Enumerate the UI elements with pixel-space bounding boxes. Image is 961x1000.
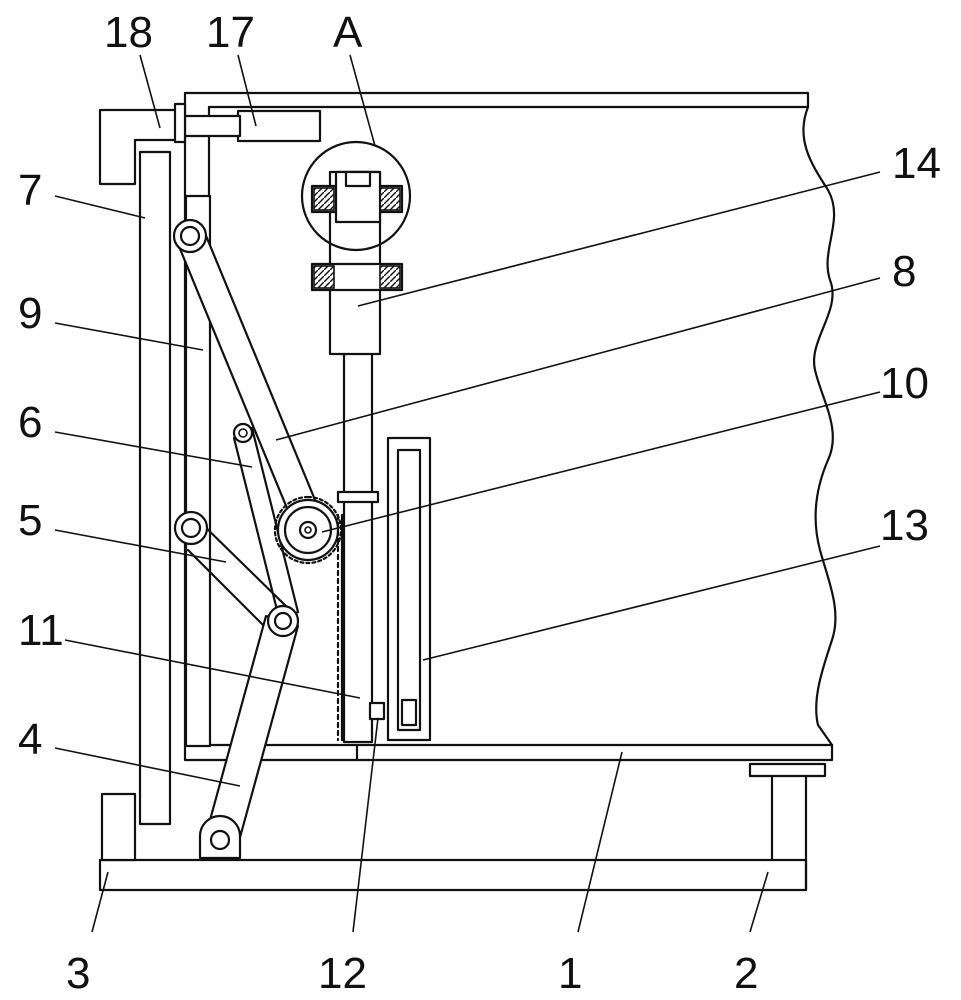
block-12 xyxy=(370,703,384,719)
label-2: 2 xyxy=(734,949,758,998)
label-A: A xyxy=(333,8,363,57)
left-stopper-3 xyxy=(102,794,135,860)
label-8: 8 xyxy=(892,247,916,296)
label-17: 17 xyxy=(206,8,255,57)
label-18: 18 xyxy=(104,8,153,57)
label-7: 7 xyxy=(18,166,42,215)
label-12: 12 xyxy=(318,949,367,998)
label-14: 14 xyxy=(892,139,941,188)
label-6: 6 xyxy=(18,398,42,447)
lifting-rod xyxy=(338,352,378,742)
label-9: 9 xyxy=(18,289,42,338)
label-1: 1 xyxy=(558,949,582,998)
label-5: 5 xyxy=(18,496,42,545)
label-4: 4 xyxy=(18,715,42,764)
motor-17 xyxy=(185,111,320,141)
label-13: 13 xyxy=(880,501,929,550)
label-10: 10 xyxy=(880,359,929,408)
leader-lines xyxy=(55,55,880,932)
label-11: 11 xyxy=(18,606,64,655)
base-plate xyxy=(100,860,806,890)
label-3: 3 xyxy=(66,949,90,998)
slot-13 xyxy=(388,438,430,740)
vertical-plate-7 xyxy=(140,152,170,824)
